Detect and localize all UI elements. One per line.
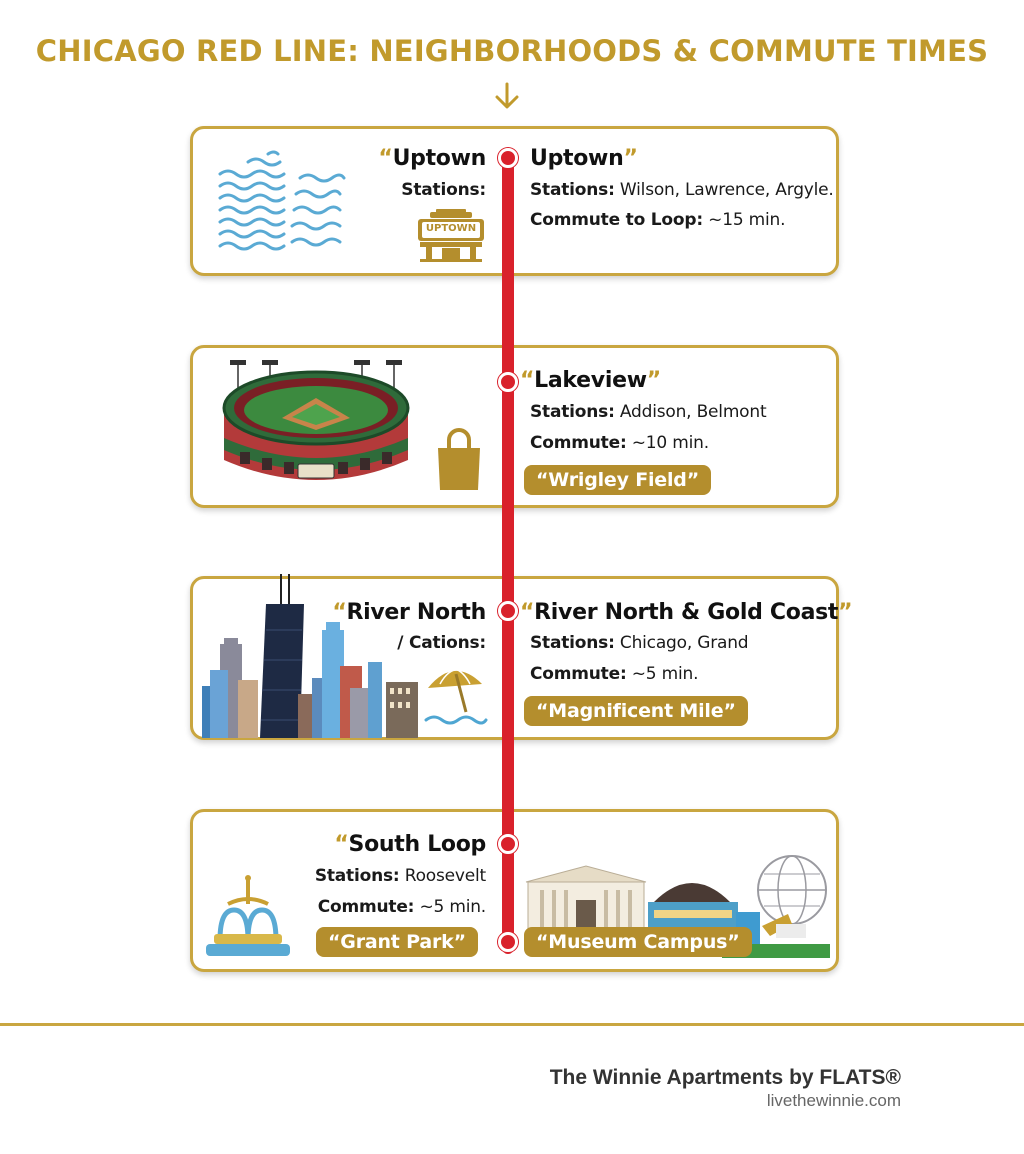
left-neighborhood-name: “South Loop (334, 832, 486, 857)
station-dot-lakeview (498, 372, 518, 392)
page-title: CHICAGO RED LINE: NEIGHBORHOODS & COMMUT… (35, 34, 989, 68)
station-dot-river-north (498, 601, 518, 621)
shopping-bag-icon (438, 428, 480, 490)
red-line-track (502, 152, 514, 954)
footer-divider (0, 1023, 1024, 1026)
neighborhood-name: Uptown” (530, 146, 638, 171)
footer-brand: The Winnie Apartments by FLATS® (549, 1066, 901, 1089)
landmark-tag: “Wrigley Field” (524, 465, 711, 495)
landmark-tag: “Museum Campus” (524, 927, 752, 957)
wrigley-stadium-illustration (222, 360, 410, 480)
arrow-down-icon (495, 82, 519, 109)
neighborhood-name: “Lakeview” (520, 368, 661, 393)
commute-line: Commute: ~5 min. (317, 897, 486, 917)
uptown-theater-sign-illustration (418, 209, 484, 262)
buckingham-fountain-illustration (206, 875, 290, 956)
left-stations-label: Stations: (401, 180, 486, 200)
landmark-tag: “Magnificent Mile” (524, 696, 748, 726)
stations-line: Stations: Chicago, Grand (530, 633, 749, 653)
station-dot-uptown (498, 148, 518, 168)
neighborhood-name: “River North & Gold Coast” (520, 600, 853, 625)
beach-umbrella-icon (424, 667, 488, 725)
left-stations-label: / Cations: (397, 633, 486, 653)
left-neighborhood-name: “Uptown (378, 146, 486, 171)
lake-waves-illustration (218, 150, 346, 251)
uptown-sign-text: UPTOWN (425, 223, 477, 234)
left-landmark-tag: “Grant Park” (316, 927, 478, 957)
footer-site-link[interactable]: livethewinnie.com (766, 1091, 901, 1110)
stations-line: Stations: Addison, Belmont (530, 402, 767, 422)
stations-line: Stations: Roosevelt (314, 866, 486, 886)
commute-line: Commute: ~5 min. (530, 664, 699, 684)
station-dot-museum-campus (498, 932, 518, 952)
commute-line: Commute to Loop: ~15 min. (530, 210, 786, 230)
left-neighborhood-name: “River North (332, 600, 486, 625)
station-dot-south-loop (498, 834, 518, 854)
chicago-skyline-illustration (202, 574, 418, 738)
commute-line: Commute: ~10 min. (530, 433, 709, 453)
stations-line: Stations: Wilson, Lawrence, Argyle. (530, 180, 834, 200)
